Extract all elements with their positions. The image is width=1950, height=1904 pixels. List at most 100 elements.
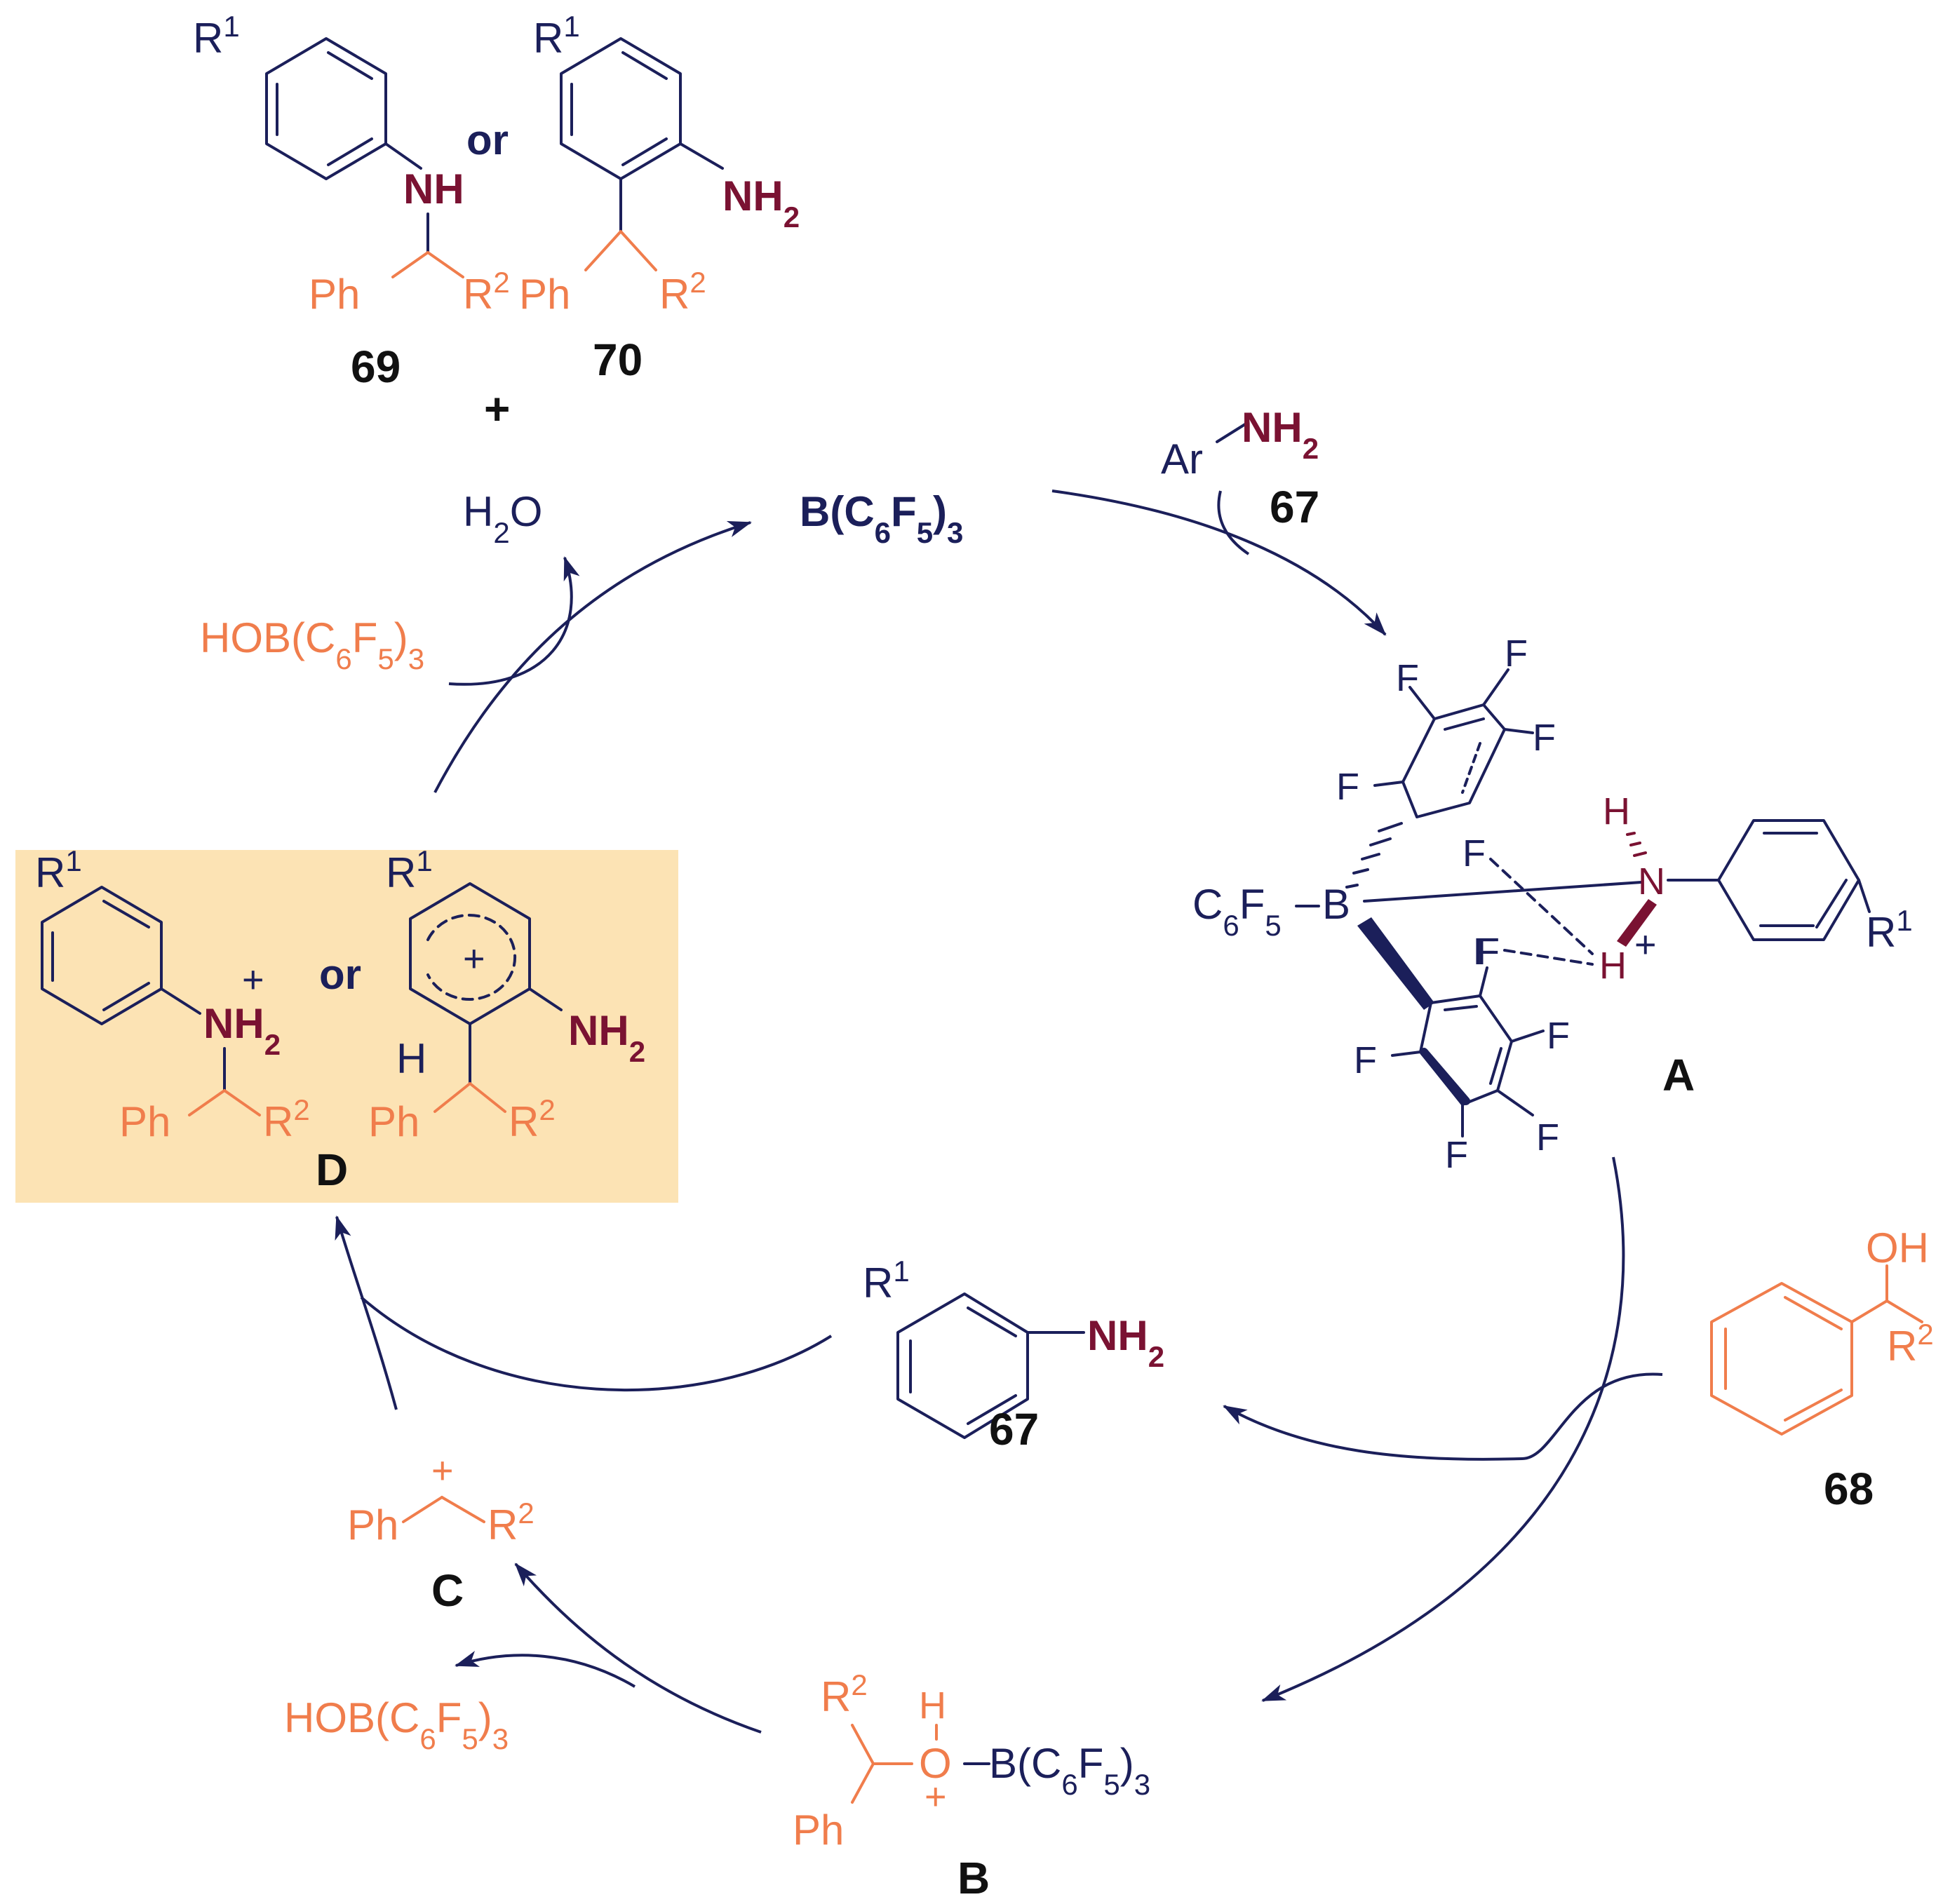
- a-nitrogen: N: [1638, 860, 1665, 903]
- a-f-9: F: [1354, 1039, 1377, 1081]
- c-label: C: [431, 1565, 464, 1616]
- product-70-r2: R2: [659, 266, 706, 318]
- a-h-bonds: [1489, 858, 1594, 966]
- d-left-benzylic: [188, 1089, 261, 1116]
- intermediate-c: + Ph R2 C: [347, 1450, 534, 1616]
- a-r1: R1: [1866, 904, 1913, 957]
- alcohol-68-ring: [1710, 1264, 1923, 1436]
- a-h-bottom: H: [1599, 945, 1627, 987]
- d-left-nh2: NH2: [203, 1000, 281, 1061]
- arrow-67-to-d: [360, 1296, 833, 1392]
- d-right-h: H: [396, 1035, 426, 1082]
- or-connector-top: or: [466, 116, 509, 163]
- d-right-ring: [409, 882, 563, 1085]
- intermediate-b: R2 H O + B(C6F5)3 Ph B: [793, 1668, 1150, 1904]
- intermediate-a: C6F5 B F F F F: [1192, 633, 1913, 1176]
- b-bonds: [851, 1724, 938, 1804]
- alcohol-68-number: 68: [1824, 1464, 1874, 1514]
- a-f-contact-2: F: [1477, 931, 1500, 973]
- arrow-release-hob: [455, 1651, 636, 1688]
- amine-67-ar: Ar: [1161, 436, 1203, 482]
- alcohol-68-r2: R2: [1887, 1318, 1934, 1370]
- amine-67-top-nh2: NH2: [1242, 404, 1319, 465]
- product-70-ring: [560, 37, 724, 233]
- d-right-nh2: NH2: [568, 1007, 645, 1068]
- b-borane: B(C6F5)3: [989, 1740, 1150, 1801]
- a-lower-wedge: [1357, 917, 1434, 1010]
- amine-67-top-bond: [1216, 423, 1246, 443]
- arrow-catalyst-to-a: [1051, 489, 1387, 636]
- product-69-ph: Ph: [309, 271, 360, 318]
- b-oxygen: O: [919, 1740, 952, 1787]
- a-f-4: F: [1336, 766, 1359, 808]
- d-right-benzylic: [433, 1082, 506, 1113]
- arrow-b-to-c: [514, 1562, 762, 1734]
- product-69-nh: NH: [403, 166, 464, 212]
- arrow-68-joining-release-67: [1223, 1372, 1663, 1461]
- a-b-n-bond: [1363, 881, 1643, 903]
- product-70: R1 NH2 Ph R2 70: [519, 10, 800, 386]
- arrow-67-joining: [1217, 490, 1250, 555]
- c-charge: +: [431, 1450, 454, 1492]
- hob-byproduct-top: HOB(C6F5)3: [200, 614, 424, 675]
- amine-67-mid: R1 NH2 67: [863, 1255, 1164, 1455]
- a-f-8: F: [1445, 1134, 1468, 1176]
- a-aryl-ring: [1667, 819, 1871, 941]
- product-70-number: 70: [593, 335, 643, 385]
- amine-67-mid-ring: [896, 1292, 1085, 1439]
- b-h: H: [919, 1684, 946, 1727]
- d-or-word: or: [319, 951, 361, 998]
- a-f-3: F: [1533, 717, 1556, 759]
- c-r2: R2: [488, 1497, 534, 1549]
- product-69-benzylic-bonds: [391, 251, 464, 278]
- amine-67-top-number: 67: [1270, 482, 1319, 532]
- a-f-1: F: [1396, 657, 1419, 699]
- a-f-7: F: [1536, 1116, 1559, 1159]
- a-f-6: F: [1547, 1015, 1570, 1057]
- a-lower-ring: [1391, 966, 1545, 1137]
- product-70-ph: Ph: [519, 271, 570, 318]
- d-right-r1: R1: [386, 844, 433, 897]
- intermediate-d: R1 + NH2 Ph R2 or R1 + H NH2 Ph R2 D: [15, 844, 678, 1203]
- arrow-d-to-catalyst: [433, 521, 752, 793]
- amine-67-mid-nh2: NH2: [1087, 1312, 1164, 1373]
- b-label: B: [957, 1853, 990, 1903]
- amine-67-mid-r1: R1: [863, 1255, 910, 1307]
- a-f-5: F: [1473, 931, 1496, 973]
- product-69-r2: R2: [463, 266, 510, 318]
- d-right-ph: Ph: [368, 1098, 419, 1145]
- alcohol-68-oh: OH: [1866, 1224, 1929, 1271]
- a-upper-ring: [1373, 668, 1534, 818]
- alcohol-68: OH R2 68: [1710, 1224, 1934, 1514]
- a-f-contact-1: F: [1462, 832, 1486, 875]
- d-left-r2: R2: [263, 1093, 310, 1146]
- a-c6f5: C6F5: [1192, 881, 1282, 942]
- a-f-2: F: [1505, 633, 1528, 675]
- b-charge: +: [924, 1776, 947, 1818]
- product-69-r1: R1: [193, 10, 240, 62]
- c-ph: Ph: [347, 1501, 398, 1548]
- c-bonds: [402, 1496, 485, 1523]
- plus-sign: +: [484, 384, 510, 434]
- arrow-a-to-b: [1261, 1156, 1625, 1702]
- product-69: R1 NH Ph R2 69: [193, 10, 510, 393]
- product-70-benzylic-bonds: [584, 230, 657, 271]
- d-label: D: [316, 1145, 348, 1195]
- a-label: A: [1662, 1050, 1695, 1100]
- arrow-hob-to-water: [448, 556, 580, 686]
- product-69-number: 69: [351, 342, 401, 392]
- d-right-r2: R2: [509, 1093, 556, 1146]
- d-left-ph: Ph: [119, 1098, 170, 1145]
- a-charge: +: [1634, 924, 1657, 966]
- a-hash-nh: [1626, 832, 1647, 857]
- product-69-ring: [265, 37, 422, 180]
- a-wedge-nh: [1617, 899, 1657, 947]
- product-70-r1: R1: [533, 10, 580, 62]
- arrow-c-to-d: [335, 1215, 398, 1410]
- b-r2: R2: [821, 1668, 868, 1721]
- d-highlight-box: [15, 850, 678, 1203]
- d-left-r1: R1: [35, 844, 82, 897]
- d-left-ring: [41, 886, 201, 1025]
- catalyst-borane: B(C6F5)3: [800, 488, 963, 549]
